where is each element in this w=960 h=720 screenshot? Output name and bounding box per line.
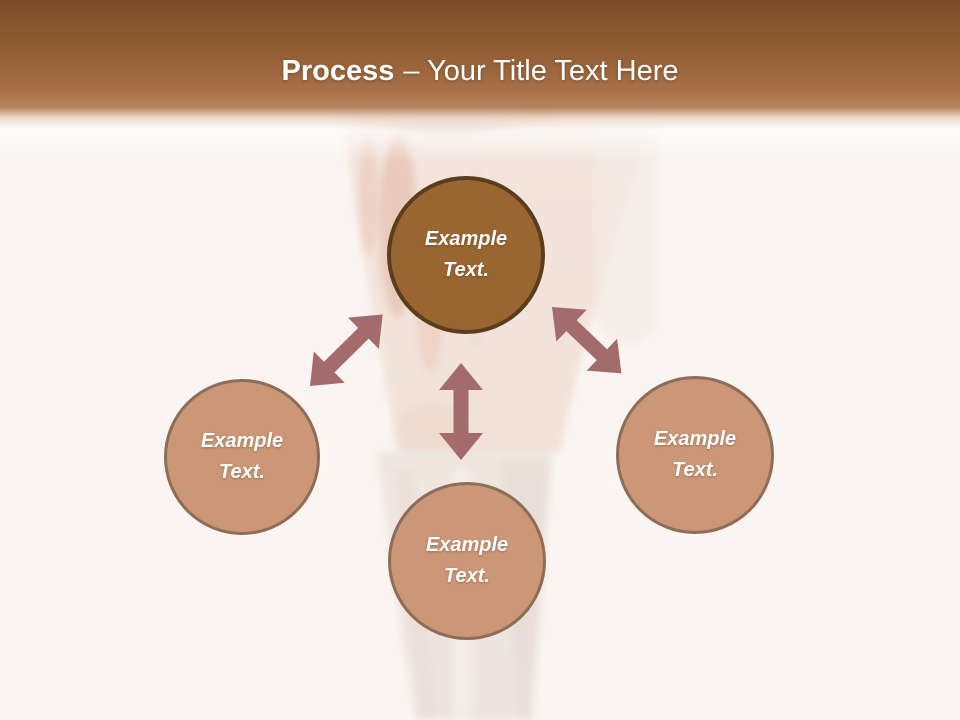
slide-title-rest: – Your Title Text Here	[403, 55, 679, 87]
node-label-line1: Example	[425, 534, 509, 556]
process-node-top: Example Text.	[387, 176, 545, 334]
node-label-line1: Example	[200, 430, 284, 452]
process-node-bottom: Example Text.	[388, 482, 546, 640]
slide-title: Process– Your Title Text Here	[0, 54, 960, 88]
title-banner	[0, 0, 960, 130]
slide-title-emphasis: Process	[281, 55, 395, 87]
process-node-right: Example Text.	[616, 376, 774, 534]
node-label-line2: Text.	[444, 565, 490, 587]
node-label-line2: Text.	[443, 259, 489, 281]
node-label-line1: Example	[424, 228, 508, 250]
process-node-left: Example Text.	[164, 379, 320, 535]
node-label-line2: Text.	[672, 459, 718, 481]
node-label-line2: Text.	[219, 461, 265, 483]
node-label-line1: Example	[653, 428, 737, 450]
